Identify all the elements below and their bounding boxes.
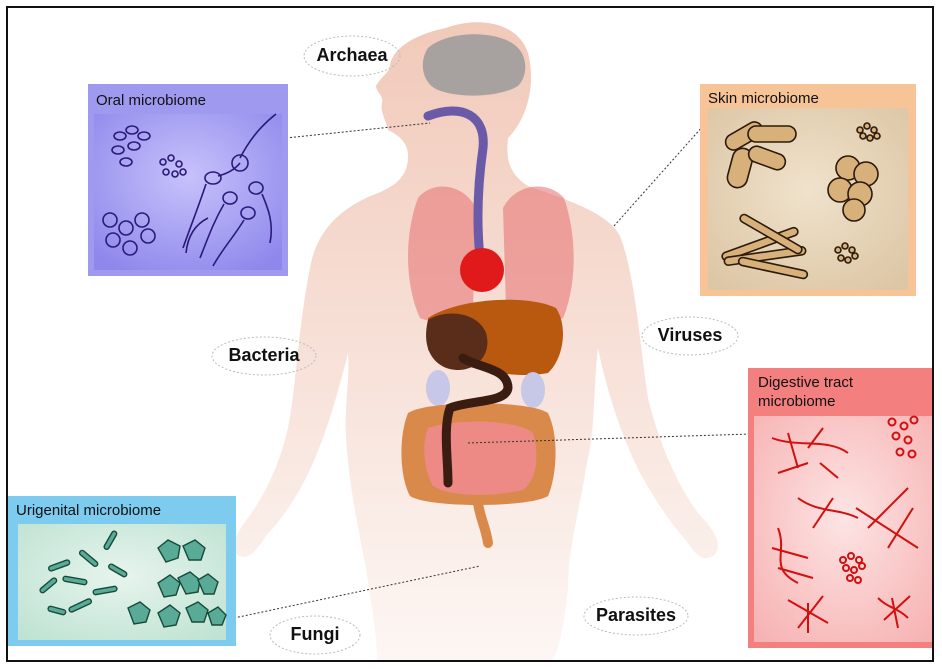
digestive-microbiome-title-line2: microbiome [758, 393, 836, 411]
skin-microbiome-box [700, 84, 916, 296]
digestive-microbiome-title-line1: Digestive tract [758, 374, 853, 392]
parasites-label: Parasites [584, 605, 688, 626]
oral-microbiome-box [88, 84, 288, 276]
heart [460, 248, 504, 292]
oral-microbiome-title: Oral microbiome [96, 92, 206, 110]
viruses-label: Viruses [642, 325, 738, 346]
skin-microbiome-title: Skin microbiome [708, 90, 819, 108]
diagram-frame: Archaea Bacteria Viruses Fungi Parasites… [6, 6, 934, 662]
skin-connector [614, 126, 703, 226]
small-intestine [424, 422, 536, 495]
kidney-right [521, 372, 545, 408]
urigenital-microbiome-title: Urigenital microbiome [16, 502, 161, 520]
kidney-left [426, 370, 450, 406]
fungi-label: Fungi [270, 624, 360, 645]
brain [423, 34, 525, 95]
bacteria-label: Bacteria [212, 345, 316, 366]
archaea-label: Archaea [304, 45, 400, 66]
